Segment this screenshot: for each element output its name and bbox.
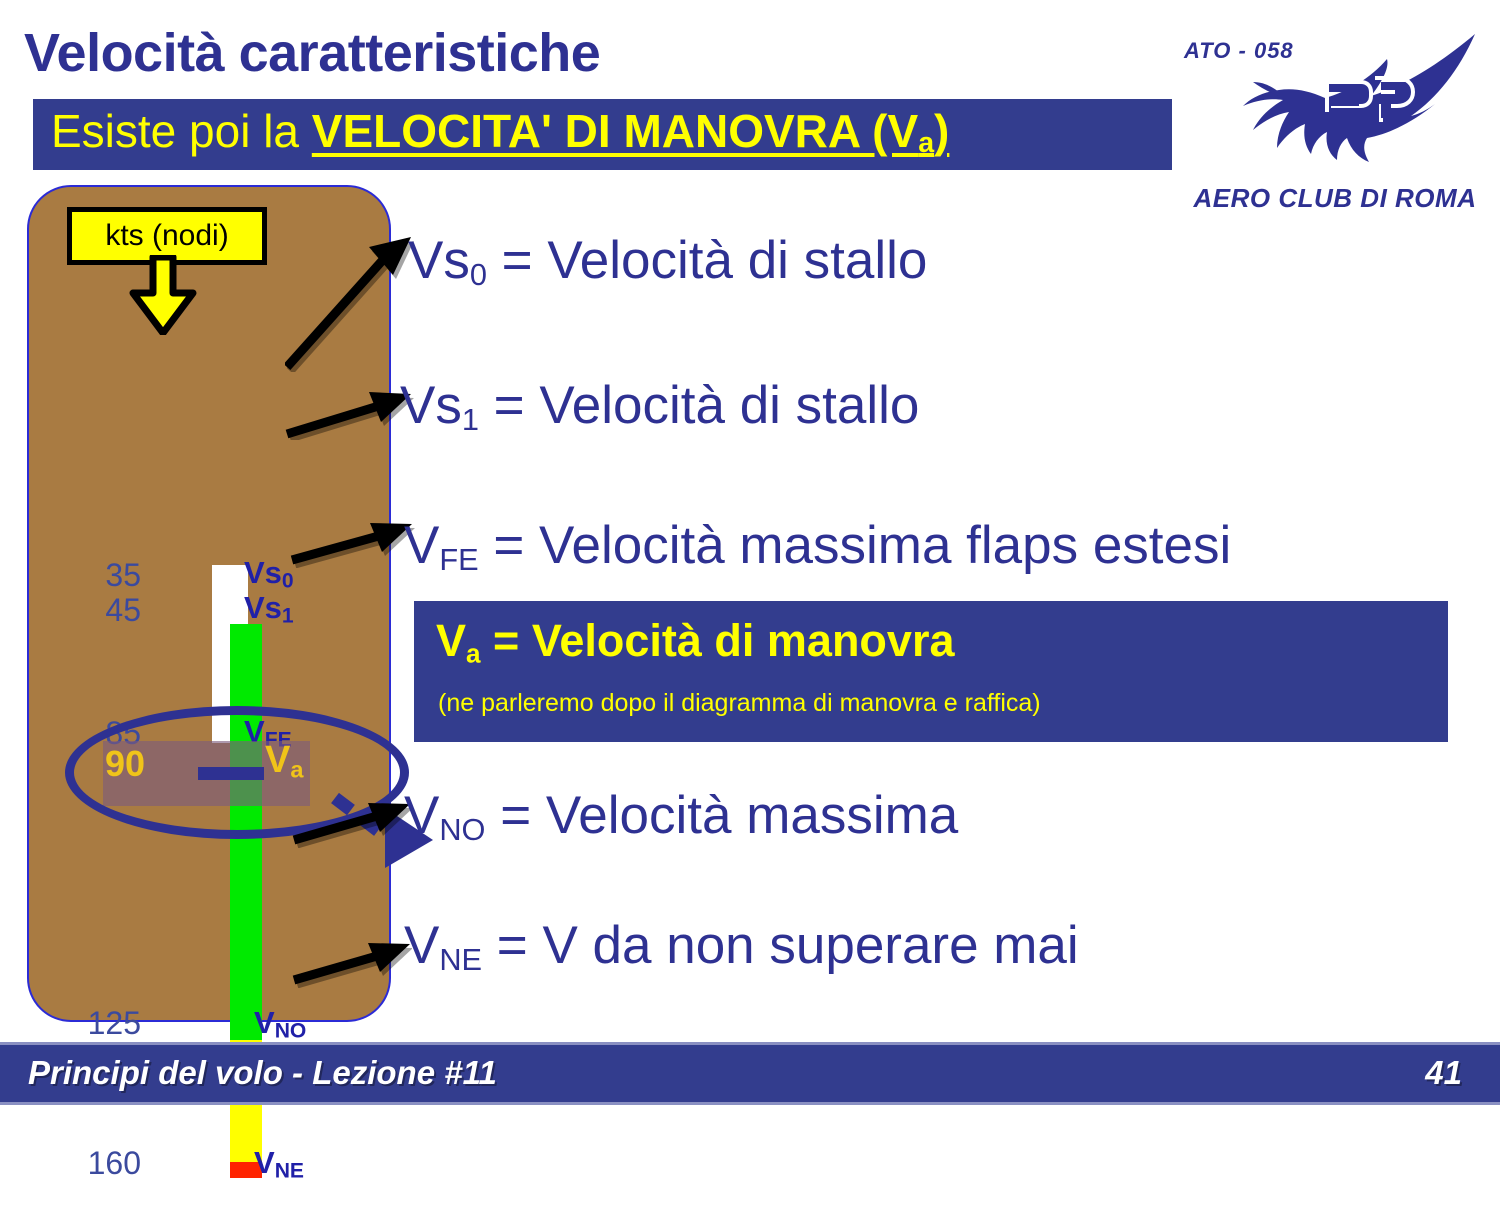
definition-vs0-code: Vs [408, 231, 470, 290]
tape-code-vno-main: V [254, 1005, 275, 1040]
definition-vfe-sub: FE [439, 541, 479, 577]
tape-code-vs0-sub: 0 [281, 569, 294, 593]
pointer-arrow-vne-icon [292, 943, 412, 988]
logo-org-name: AERO CLUB DI ROMA [1193, 183, 1477, 213]
va-callout-code-sub: a [466, 638, 481, 669]
definition-vfe-code: V [404, 516, 440, 575]
down-arrow-icon [129, 255, 197, 335]
va-callout-title-text: = Velocità di manovra [480, 615, 955, 666]
logo-ato-code: ATO - 058 [1184, 38, 1294, 63]
tape-value-45: 45 [105, 592, 141, 628]
page-title: Velocità caratteristiche [24, 23, 601, 83]
unit-label: kts (nodi) [105, 219, 229, 252]
definition-vno-code: V [404, 786, 440, 845]
headline-emphasis-tail: ) [934, 105, 950, 157]
definition-vs0: Vs0 = Velocità di stallo [408, 230, 927, 293]
definition-vs0-text: = Velocità di stallo [486, 231, 928, 290]
pointer-arrow-vs0-icon [285, 237, 414, 372]
tape-value-125: 125 [87, 1005, 141, 1041]
tape-code-vs1: Vs1 [244, 590, 294, 629]
definition-vne: VNE = V da non superare mai [404, 915, 1079, 978]
definition-vfe-text: = Velocità massima flaps estesi [478, 516, 1232, 575]
va-highlight-ellipse [65, 706, 409, 839]
headline-lead: Esiste poi la [51, 105, 312, 157]
footer-lesson-label: Principi del volo - Lezione #11 [28, 1054, 497, 1091]
tape-value-160: 160 [87, 1145, 141, 1181]
definition-vne-code: V [404, 916, 440, 975]
definition-vne-sub: NE [439, 941, 483, 977]
tape-code-vs1-sub: 1 [281, 604, 294, 628]
tape-code-vs1-main: Vs [244, 590, 282, 625]
definition-vs1: Vs1 = Velocità di stallo [400, 375, 919, 438]
tape-code-vs0-main: Vs [244, 555, 282, 590]
definition-vs1-text: = Velocità di stallo [478, 376, 920, 435]
definition-vne-text: = V da non superare mai [482, 916, 1079, 975]
slide-canvas: Velocità caratteristiche Esiste poi la V… [0, 14, 1500, 1183]
definition-vs1-sub: 1 [461, 401, 479, 437]
definition-vno: VNO = Velocità massima [404, 785, 958, 848]
definition-vs1-code: Vs [400, 376, 462, 435]
tape-code-vno: VNO [254, 1005, 306, 1044]
tape-code-vno-sub: NO [274, 1019, 307, 1043]
headline-emphasis: VELOCITA' DI MANOVRA (Va) [311, 105, 950, 160]
tape-code-vne-main: V [254, 1145, 275, 1180]
tape-value-35: 35 [105, 557, 141, 593]
va-callout-note: (ne parleremo dopo il diagramma di manov… [438, 689, 1041, 717]
footer-page-number: 41 [1425, 1054, 1462, 1091]
definition-vfe: VFE = Velocità massima flaps estesi [404, 515, 1231, 578]
tape-code-vne: VNE [254, 1145, 304, 1184]
tape-code-vs0: Vs0 [244, 555, 294, 594]
headline-banner: Esiste poi la VELOCITA' DI MANOVRA (Va) [33, 99, 1172, 170]
pointer-arrow-vs1-icon [285, 392, 414, 440]
tape-code-vne-sub: NE [274, 1159, 304, 1183]
va-callout-title: Va = Velocità di manovra [436, 615, 954, 669]
definition-vno-text: = Velocità massima [485, 786, 959, 845]
eagle-icon [1243, 34, 1475, 162]
headline-emphasis-sub: a [918, 127, 935, 160]
footer-bar: Principi del volo - Lezione #11 41 [0, 1042, 1500, 1105]
va-callout-code: V [436, 615, 467, 666]
pointer-arrow-vfe-icon [290, 523, 415, 568]
headline-text: Esiste poi la VELOCITA' DI MANOVRA (Va) [51, 104, 949, 160]
dashed-callout-arrow-icon [331, 792, 433, 868]
va-callout-box: Va = Velocità di manovra (ne parleremo d… [414, 601, 1448, 742]
aero-club-logo: ATO - 058 AERO CLUB DI ROMA [1175, 14, 1485, 214]
definition-vno-sub: NO [439, 811, 486, 847]
pointer-arrow-vno-icon [292, 803, 412, 848]
headline-emphasis-main: VELOCITA' DI MANOVRA (V [311, 105, 919, 157]
definition-vs0-sub: 0 [469, 256, 487, 292]
